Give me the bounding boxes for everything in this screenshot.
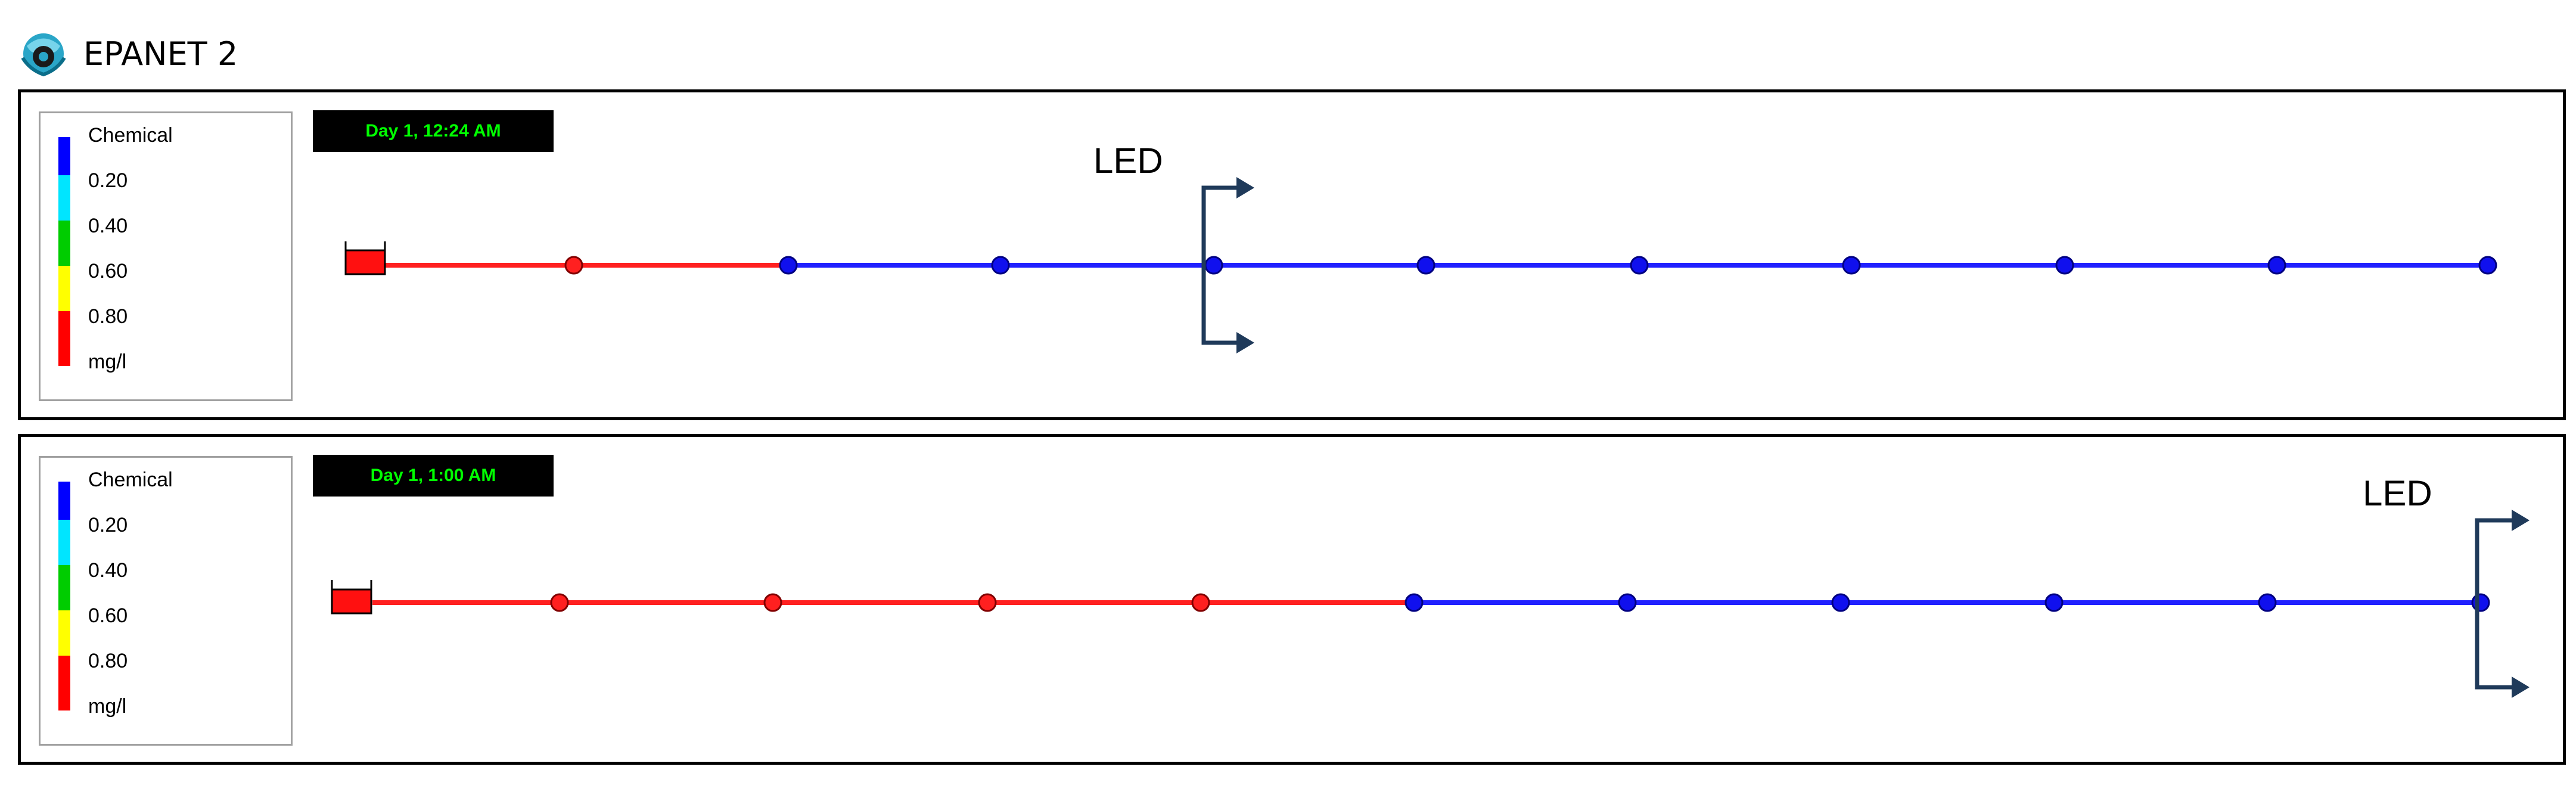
legend-level-3: 0.60: [88, 604, 128, 627]
junction-node[interactable]: [763, 593, 782, 612]
junction-node[interactable]: [978, 593, 997, 612]
legend-color-blue: [58, 482, 70, 520]
junction-node[interactable]: [2267, 256, 2286, 275]
junction-node[interactable]: [1416, 256, 1435, 275]
epanet-app-icon: [21, 33, 66, 77]
legend-title: Chemical: [88, 468, 173, 491]
legend-level-2: 0.40: [88, 215, 128, 237]
legend-level-4: 0.80: [88, 650, 128, 672]
reservoir-tank[interactable]: [331, 588, 372, 615]
simulation-time-text: Day 1, 12:24 AM: [365, 121, 501, 141]
legend-color-blue: [58, 137, 70, 175]
legend-color-green: [58, 221, 70, 266]
junction-node[interactable]: [1204, 256, 1223, 275]
junction-node[interactable]: [2471, 593, 2490, 612]
junction-node[interactable]: [779, 256, 798, 275]
junction-node[interactable]: [991, 256, 1010, 275]
title-bar: EPANET 2: [18, 24, 238, 83]
legend-color-red: [58, 656, 70, 710]
legend-panel-1[interactable]: Chemical 0.20 0.40 0.60 0.80 mg/l: [39, 111, 293, 401]
simulation-time-display: Day 1, 12:24 AM: [313, 110, 554, 152]
reservoir-tank[interactable]: [344, 249, 386, 275]
junction-node[interactable]: [2044, 593, 2064, 612]
led-section-marker: [1201, 177, 1254, 353]
legend-title: Chemical: [88, 124, 173, 147]
legend-color-red: [58, 311, 70, 366]
legend-level-4: 0.80: [88, 305, 128, 328]
legend-color-cyan: [58, 520, 70, 565]
junction-node[interactable]: [1618, 593, 1637, 612]
network-map-panel-1[interactable]: Chemical 0.20 0.40 0.60 0.80 mg/l Day 1,…: [18, 89, 2566, 420]
network-diagram-1[interactable]: LED: [21, 92, 2563, 417]
legend-level-2: 0.40: [88, 559, 128, 582]
junction-node[interactable]: [1842, 256, 1861, 275]
led-section-marker: [2475, 510, 2530, 698]
legend-level-1: 0.20: [88, 169, 128, 192]
legend-color-green: [58, 565, 70, 610]
junction-node[interactable]: [564, 256, 583, 275]
junction-node[interactable]: [1831, 593, 1850, 612]
simulation-time-display: Day 1, 1:00 AM: [313, 455, 554, 497]
legend-level-1: 0.20: [88, 514, 128, 536]
junction-node[interactable]: [2478, 256, 2497, 275]
legend-unit: mg/l: [88, 350, 127, 373]
simulation-time-text: Day 1, 1:00 AM: [370, 466, 496, 485]
junction-node[interactable]: [1630, 256, 1649, 275]
legend-color-cyan: [58, 175, 70, 221]
led-label: LED: [2363, 473, 2432, 513]
network-map-panel-2[interactable]: Chemical 0.20 0.40 0.60 0.80 mg/l Day 1,…: [18, 434, 2566, 765]
junction-node[interactable]: [2055, 256, 2074, 275]
junction-node[interactable]: [2258, 593, 2277, 612]
legend-color-yellow: [58, 266, 70, 311]
junction-node[interactable]: [1404, 593, 1424, 612]
legend-level-3: 0.60: [88, 260, 128, 283]
app-title: EPANET 2: [83, 35, 238, 73]
network-diagram-2[interactable]: LED: [21, 437, 2563, 762]
legend-color-yellow: [58, 610, 70, 656]
junction-node[interactable]: [1191, 593, 1210, 612]
legend-unit: mg/l: [88, 695, 127, 718]
junction-node[interactable]: [550, 593, 569, 612]
led-label: LED: [1093, 141, 1163, 181]
legend-panel-2[interactable]: Chemical 0.20 0.40 0.60 0.80 mg/l: [39, 456, 293, 746]
